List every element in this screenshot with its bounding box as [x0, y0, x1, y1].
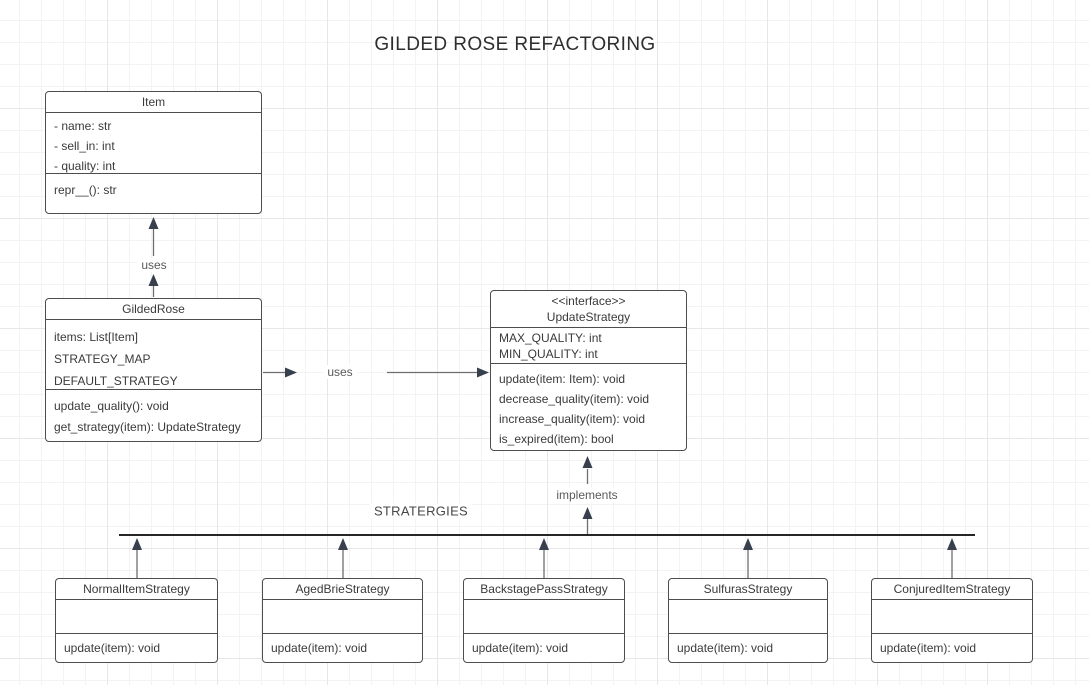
arrowhead-up-icon — [947, 538, 957, 550]
diagram-title[interactable]: GILDED ROSE REFACTORING — [374, 34, 656, 55]
attributes-compartment-empty — [872, 599, 1032, 633]
attribute: - name: str — [54, 119, 112, 133]
attributes-compartment-empty — [56, 599, 217, 633]
attributes-compartment-empty — [464, 599, 624, 633]
methods-compartment: update(item): void — [464, 633, 624, 662]
methods-compartment: update(item): void — [56, 633, 217, 662]
attribute: items: List[Item] — [54, 330, 139, 344]
method: decrease_quality(item): void — [499, 392, 650, 406]
arrowhead-up-icon — [338, 538, 348, 550]
edge-sulfurasstrategy-to-bus[interactable] — [743, 538, 753, 578]
edge-gildedrose-uses-updatestrategy[interactable] — [263, 367, 489, 378]
class-box-agedbriestrategy[interactable]: AgedBrieStrategy update(item): void — [262, 578, 423, 663]
item-methods-compartment: repr__(): str — [46, 173, 261, 213]
class-title: AgedBrieStrategy — [295, 582, 390, 596]
method: update(item): void — [677, 641, 774, 655]
attribute: DEFAULT_STRATEGY — [54, 374, 178, 388]
edge-conjureditemstrategy-to-bus[interactable] — [947, 538, 957, 578]
method: update_quality(): void — [54, 399, 169, 413]
interface-stereotype: <<interface>> — [551, 294, 626, 308]
class-box-backstagepassstrategy[interactable]: BackstagePassStrategy update(item): void — [463, 578, 625, 663]
method: update(item): void — [271, 641, 368, 655]
class-box-gildedrose[interactable]: GildedRose items: List[Item] STRATEGY_MA… — [45, 298, 262, 442]
class-title: BackstagePassStrategy — [480, 582, 608, 596]
method: increase_quality(item): void — [499, 412, 646, 426]
class-box-item[interactable]: Item - name: str - sell_in: int - qualit… — [45, 91, 262, 214]
arrowhead-up-icon — [582, 507, 593, 519]
edge-label-implements[interactable]: implements — [552, 488, 622, 502]
item-attributes-compartment: - name: str - sell_in: int - quality: in… — [46, 112, 261, 173]
class-title: ConjuredItemStrategy — [893, 582, 1011, 596]
edge-backstagepassstrategy-to-bus[interactable] — [539, 538, 549, 578]
arrowhead-right-icon — [285, 367, 297, 378]
class-box-sulfurasstrategy[interactable]: SulfurasStrategy update(item): void — [668, 578, 828, 663]
attribute: - quality: int — [54, 159, 116, 173]
methods-compartment: update(item): void — [872, 633, 1032, 662]
strategies-group-label[interactable]: STRATERGIES — [369, 503, 473, 519]
gildedrose-methods-compartment: update_quality(): void get_strategy(item… — [46, 389, 261, 441]
updatestrategy-attributes-compartment: MAX_QUALITY: int MIN_QUALITY: int — [491, 327, 686, 363]
method: update(item): void — [880, 641, 977, 655]
edge-normalitemstrategy-to-bus[interactable] — [132, 538, 142, 578]
arrowhead-up-icon — [132, 538, 142, 550]
arrowhead-up-icon — [148, 217, 159, 229]
edge-label-uses-item[interactable]: uses — [137, 258, 171, 272]
attribute: STRATEGY_MAP — [54, 352, 151, 366]
class-title-updatestrategy: <<interface>> UpdateStrategy — [491, 291, 686, 327]
arrowhead-up-icon — [539, 538, 549, 550]
edge-agedbriestrategy-to-bus[interactable] — [338, 538, 348, 578]
attribute: MIN_QUALITY: int — [499, 347, 598, 361]
methods-compartment: update(item): void — [669, 633, 827, 662]
gildedrose-attributes-compartment: items: List[Item] STRATEGY_MAP DEFAULT_S… — [46, 319, 261, 389]
edge-label-uses-strategy[interactable]: uses — [323, 365, 357, 379]
attribute: - sell_in: int — [54, 139, 115, 153]
arrowhead-up-icon — [743, 538, 753, 550]
method: update(item): void — [64, 641, 161, 655]
updatestrategy-methods-compartment: update(item: Item): void decrease_qualit… — [491, 363, 686, 450]
attributes-compartment-empty — [263, 599, 422, 633]
edge-gildedrose-uses-item[interactable] — [148, 217, 159, 297]
class-box-normalitemstrategy[interactable]: NormalItemStrategy update(item): void — [55, 578, 218, 663]
method: repr__(): str — [54, 183, 117, 197]
arrowhead-right-icon — [477, 367, 489, 378]
method: update(item): void — [472, 641, 569, 655]
class-title-gildedrose: GildedRose — [122, 302, 185, 316]
attributes-compartment-empty — [669, 599, 827, 633]
class-box-updatestrategy[interactable]: <<interface>> UpdateStrategy MAX_QUALITY… — [490, 290, 687, 451]
method: update(item: Item): void — [499, 372, 626, 386]
class-title: SulfurasStrategy — [703, 582, 793, 596]
attribute: MAX_QUALITY: int — [499, 331, 602, 345]
arrowhead-up-icon — [148, 274, 159, 286]
arrowhead-up-icon — [582, 456, 593, 468]
method: is_expired(item): bool — [499, 432, 614, 446]
method: get_strategy(item): UpdateStrategy — [54, 420, 241, 434]
methods-compartment: update(item): void — [263, 633, 422, 662]
interface-name: UpdateStrategy — [546, 310, 631, 324]
class-title-item: Item — [141, 95, 166, 109]
class-box-conjureditemstrategy[interactable]: ConjuredItemStrategy update(item): void — [871, 578, 1033, 663]
class-title: NormalItemStrategy — [83, 582, 190, 596]
